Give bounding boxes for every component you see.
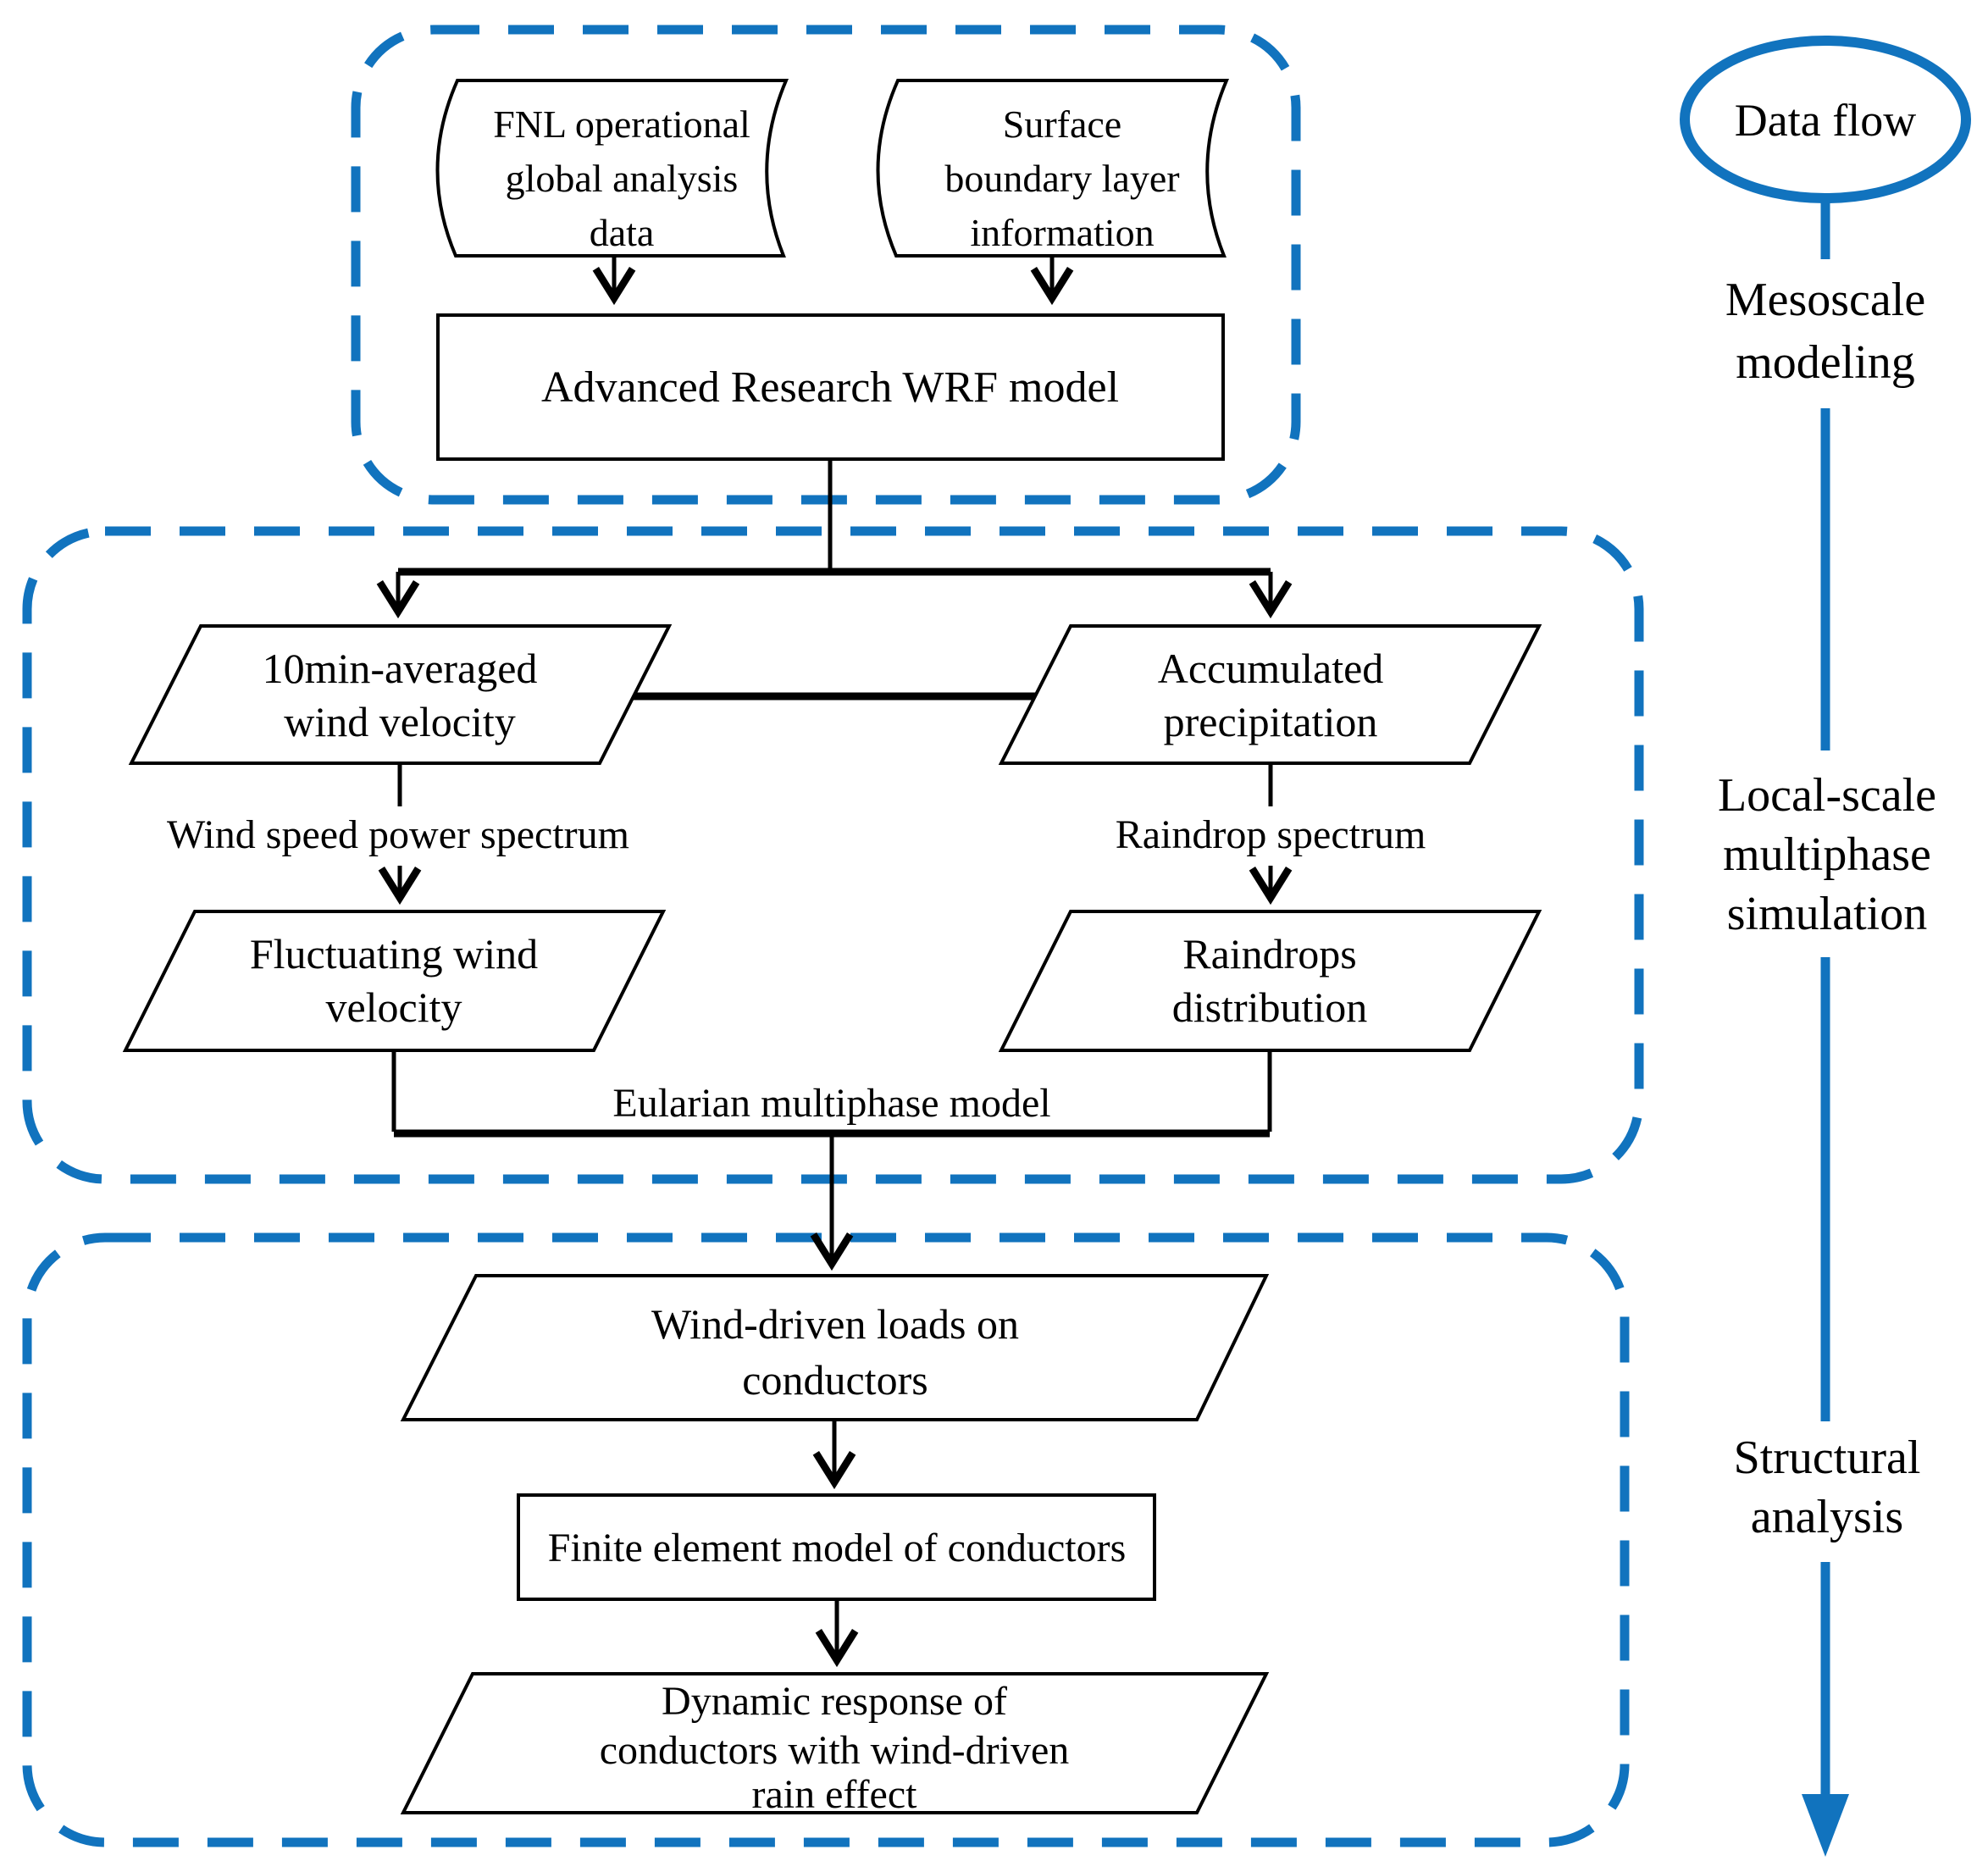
wind-velocity-label: 10min-averaged bbox=[263, 645, 538, 692]
precipitation-label: Accumulated bbox=[1158, 645, 1384, 692]
wind-driven-loads-label: conductors bbox=[742, 1356, 928, 1404]
surface-info-label: boundary layer bbox=[944, 157, 1179, 200]
fnl-data-shape bbox=[435, 79, 789, 258]
wrf-model-label: Advanced Research WRF model bbox=[541, 363, 1119, 412]
fnl-data-label: data bbox=[590, 211, 655, 254]
wind-velocity-shape bbox=[128, 624, 673, 765]
structural-stage-label: analysis bbox=[1751, 1491, 1903, 1543]
wind-velocity-label: wind velocity bbox=[284, 698, 516, 745]
raindrops-distribution-shape bbox=[998, 910, 1542, 1052]
wind-power-spectrum-label: Wind speed power spectrum bbox=[167, 812, 629, 857]
finite-element-label: Finite element model of conductors bbox=[548, 1526, 1127, 1570]
fluctuating-wind-label: Fluctuating wind bbox=[250, 930, 538, 978]
data-flow-label: Data flow bbox=[1735, 95, 1916, 146]
fnl-data-label: global analysis bbox=[506, 157, 739, 200]
wrf-model-shape bbox=[436, 313, 1225, 461]
local-scale-stage-label: Local-scale bbox=[1718, 769, 1936, 822]
mesoscale-stage-label: Mesoscale bbox=[1725, 274, 1925, 326]
eularian-model-label: Eularian multiphase model bbox=[612, 1081, 1050, 1126]
precipitation-label: precipitation bbox=[1164, 698, 1378, 745]
surface-info-label: information bbox=[970, 211, 1154, 254]
wind-driven-loads-label: Wind-driven loads on bbox=[651, 1300, 1019, 1348]
fluctuating-wind-shape bbox=[122, 910, 667, 1052]
fnl-data-label: FNL operational bbox=[493, 102, 750, 146]
data-flow-ellipse bbox=[1680, 36, 1971, 203]
dynamic-response-label: conductors with wind-driven bbox=[600, 1728, 1070, 1773]
raindrops-distribution-label: distribution bbox=[1172, 983, 1368, 1031]
dynamic-response-label: rain effect bbox=[752, 1772, 918, 1817]
surface-info-label: Surface bbox=[1003, 102, 1121, 146]
surface-info-shape bbox=[876, 79, 1230, 258]
mesoscale-stage-box bbox=[351, 25, 1301, 505]
dynamic-response-shape bbox=[400, 1672, 1270, 1814]
finite-element-shape bbox=[517, 1493, 1156, 1601]
structural-stage-box bbox=[22, 1232, 1630, 1847]
structural-stage-label: Structural bbox=[1734, 1432, 1921, 1484]
precipitation-shape bbox=[998, 624, 1542, 765]
data-flow-arrowhead bbox=[1802, 1794, 1849, 1857]
local-scale-stage-label: simulation bbox=[1727, 888, 1927, 940]
local-scale-stage-label: multiphase bbox=[1723, 828, 1931, 881]
fluctuating-wind-label: velocity bbox=[325, 983, 462, 1031]
raindrop-spectrum-label: Raindrop spectrum bbox=[1116, 812, 1426, 857]
raindrops-distribution-label: Raindrops bbox=[1182, 930, 1357, 978]
mesoscale-stage-label: modeling bbox=[1736, 336, 1915, 389]
wind-driven-loads-shape bbox=[400, 1274, 1270, 1421]
dynamic-response-label: Dynamic response of bbox=[662, 1679, 1007, 1724]
